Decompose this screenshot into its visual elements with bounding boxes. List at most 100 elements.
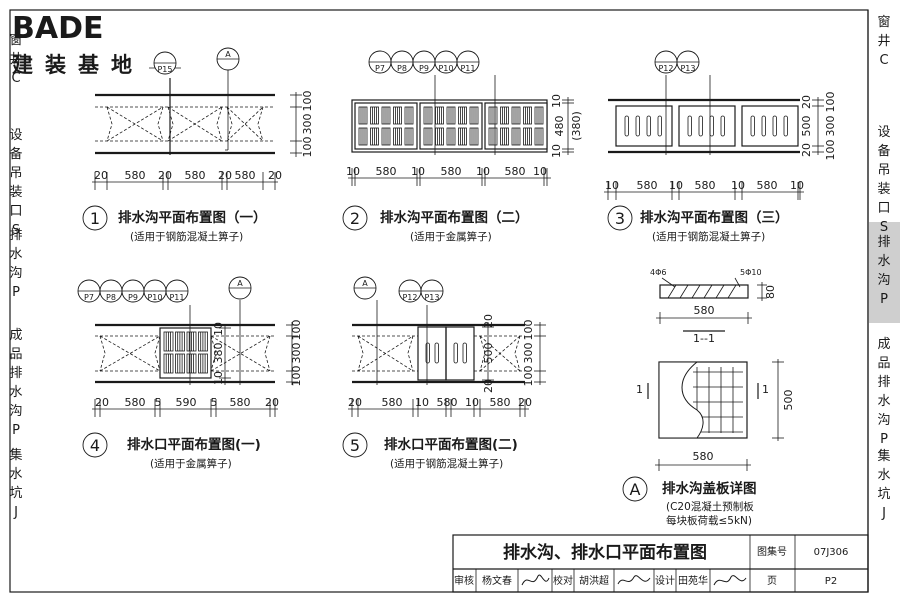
figure-3: 20 500 20 100 300 100 10 580 10 580 10 5…: [604, 50, 837, 243]
fig2-dim-h-2: 10: [411, 165, 425, 178]
ref-label: P9: [419, 64, 429, 73]
fig5-dim-h-5: 580: [490, 396, 511, 409]
fig4-number-circle: [82, 432, 108, 458]
figure-4: 10 380 10 100 300 100 20 580 5 590 5 580…: [77, 276, 303, 470]
fig3-dim-v-3: 100: [824, 92, 837, 113]
sidebar-left-char: 集: [9, 447, 22, 463]
sidebar-left-char: 沟: [9, 266, 22, 281]
fig5-subtitle: (适用于钢筋混凝土箅子): [390, 457, 503, 470]
sidebar-left-char: 水: [9, 385, 22, 400]
reviewer-signature-icon: [521, 574, 550, 586]
fig2-dim-v-0: 10: [550, 94, 563, 108]
fig5-dim-h-0: 20: [348, 396, 362, 409]
detail-a-title: 排水沟盖板详图: [662, 480, 757, 497]
sidebar-left-char: 坑: [9, 486, 22, 501]
fig2-dim-v-1: 480: [553, 116, 566, 137]
fig3-number-circle: [607, 205, 633, 231]
title-block-atlas-no: 07J306: [814, 547, 849, 558]
sidebar-char: 水: [877, 468, 890, 483]
fig4-dim-v-2: 10: [212, 371, 225, 385]
ref-label: P9: [128, 293, 138, 302]
fig5-dim-v-5: 100: [522, 366, 535, 387]
ref-label: P8: [106, 293, 116, 302]
fig1-dim-h-1: 580: [125, 169, 146, 182]
fig1-title: 排水沟平面布置图（一）: [118, 209, 267, 226]
detail-a-letter: A: [630, 480, 641, 499]
sidebar-char: 备: [877, 143, 890, 159]
fig2-dim-v-2: (380): [570, 111, 583, 141]
fig3-dim-h-2: 10: [669, 179, 683, 192]
fig5-dim-h-4: 10: [465, 396, 479, 409]
figure-2: 10 480 (380) 10 10 580 10 580 10 580 10 …: [342, 50, 583, 243]
fig3-dim-h-1: 580: [637, 179, 658, 192]
detail-a-height: 500: [782, 390, 795, 411]
sidebar-left-char: 排: [9, 366, 22, 381]
fig1-detail-ref-letter: A: [225, 50, 231, 59]
fig2-dim-h-3: 580: [441, 165, 462, 178]
fig3-dim-v-1: 500: [800, 116, 813, 137]
sidebar-char: 集: [877, 448, 890, 464]
fig3-slots: [624, 115, 788, 137]
ref-label: P10: [147, 293, 162, 302]
fig5-dim-h-1: 580: [382, 396, 403, 409]
fig1-dim-h-6: 20: [268, 169, 282, 182]
detail-a-section-mark-right: 1: [762, 383, 769, 396]
sidebar-left-char: 水: [9, 247, 22, 262]
sidebar-char: 排: [877, 375, 890, 390]
ref-label: P12: [402, 293, 417, 302]
sidebar-left-char: 排: [9, 228, 22, 243]
title-block-reviewer: 杨文春: [482, 574, 512, 587]
fig5-slots: [425, 342, 467, 364]
detail-a-rebar-grid: [693, 367, 743, 433]
sidebar-char: P: [880, 432, 888, 447]
fig4-dim-v-0: 10: [212, 322, 225, 336]
fig4-dim-v-5: 100: [290, 366, 303, 387]
fig3-dim-v-4: 300: [824, 116, 837, 137]
fig4-dim-h-5: 580: [230, 396, 251, 409]
sidebar-left-char: 窗: [9, 32, 22, 48]
fig2-number-circle: [342, 205, 368, 231]
logo: BADE 建装基地: [12, 11, 132, 77]
title-block-check-label: 校对: [553, 574, 573, 587]
fig1-dim-h-5: 580: [235, 169, 256, 182]
fig4-dim-v-1: 380: [212, 343, 225, 364]
sidebar-left-char: S: [12, 223, 20, 238]
fig1-number-circle: [82, 205, 108, 231]
sidebar-char: 成: [877, 337, 890, 352]
fig4-subtitle: (适用于金属箅子): [150, 457, 232, 470]
sidebar-char: 沟: [877, 273, 890, 288]
sidebar-left-char: P: [12, 285, 20, 300]
ref-label: P7: [375, 64, 385, 73]
fig3-dim-h-3: 580: [695, 179, 716, 192]
fig4-dim-v-3: 100: [290, 320, 303, 341]
fig5-dim-h-3: 580: [437, 396, 458, 409]
sidebar-left-char: 成: [9, 328, 22, 343]
fig1-dim-h-0: 20: [94, 169, 108, 182]
fig1-number: 1: [90, 209, 100, 228]
detail-a-section-width: 580: [694, 304, 715, 317]
fig2-title: 排水沟平面布置图（二）: [380, 209, 529, 226]
detail-a-plan-width: 580: [693, 450, 714, 463]
fig4-detail-ref-letter: A: [237, 279, 243, 288]
figure-5: 20 500 20 100 300 100 20 580 10 580 10 5…: [342, 276, 546, 470]
fig2-dim-v-3: 10: [550, 144, 563, 158]
fig4-dim-v-4: 300: [290, 343, 303, 364]
fig2-dim-h-1: 580: [376, 165, 397, 178]
sidebar-left-char: P: [12, 423, 20, 438]
detail-a-rebar-top: 4Φ6: [650, 268, 666, 277]
title-block-title: 排水沟、排水口平面布置图: [503, 542, 707, 563]
fig1-dim-h-3: 580: [185, 169, 206, 182]
sidebar-left-char: 吊: [9, 166, 22, 181]
ref-label: P13: [424, 293, 439, 302]
ref-label: P12: [658, 64, 673, 73]
fig2-dim-h-4: 10: [476, 165, 490, 178]
sidebar-char: 品: [877, 356, 890, 371]
fig5-ref-bubbles: P12 P13: [398, 279, 444, 303]
sidebar-left-char: 井: [9, 52, 22, 67]
fig1-dim-h-2: 20: [158, 169, 172, 182]
sidebar-left-char: J: [13, 505, 18, 520]
fig4-dim-h-6: 20: [265, 396, 279, 409]
